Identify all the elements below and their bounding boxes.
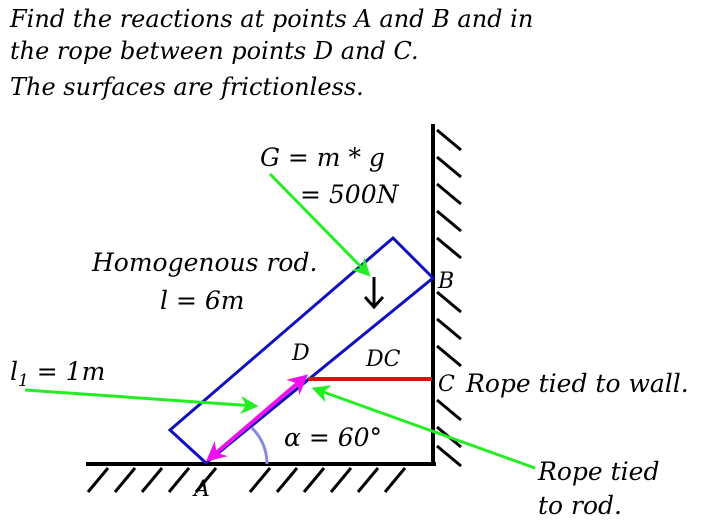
point-d-label: D [291,341,310,366]
rod-rope-note-line-1: Rope tied [537,457,659,486]
weight-pointer-arrow [268,172,371,277]
problem-line-3: The surfaces are frictionless. [10,73,364,101]
l1-pointer-arrow [24,388,259,414]
point-b-label: B [437,269,454,294]
point-c-label: C [438,372,455,397]
wall [431,124,462,468]
weight-value: = 500N [300,180,400,209]
problem-line-2: the rope between points D and C. [10,37,419,65]
angle-label: α = 60° [284,423,382,452]
rod-rope-pointer-arrow [311,385,536,470]
rod [167,235,436,465]
l1-subscript: 1 [18,371,29,391]
l1-value: = 1m [29,357,105,386]
point-a-label: A [192,477,210,502]
problem-line-1: Find the reactions at points A and B and… [9,5,533,33]
ground [86,462,436,493]
segment-dc-label: DC [365,347,401,372]
l1-symbol: l [10,357,18,386]
rod-rope-note-line-2: to rod. [538,491,622,520]
l1-dimension-arrow [205,374,309,462]
wall-rope-note: Rope tied to wall. [465,369,689,398]
rod-name-label: Homogenous rod. [91,248,317,277]
l1-label: l1 = 1m [10,357,105,391]
weight-arrow [363,277,385,310]
rod-length-label: l = 6m [160,286,244,315]
weight-formula: G = m * g [260,143,385,172]
angle-arc [250,426,269,465]
